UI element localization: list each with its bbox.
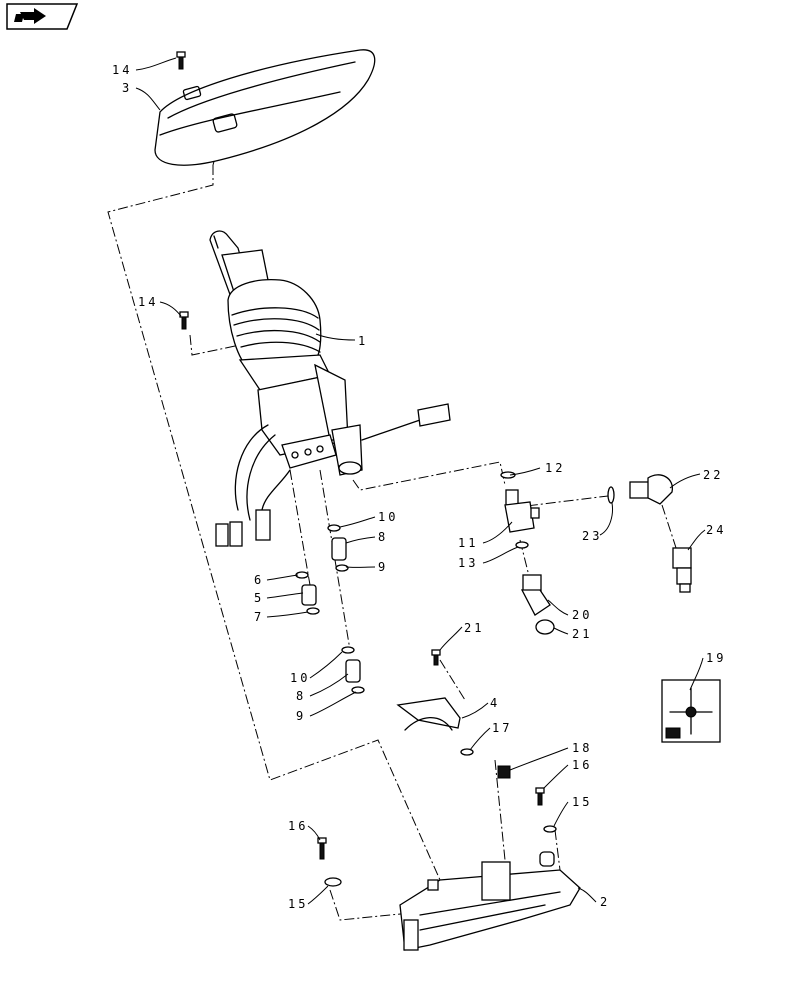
callout-18: 18 [572,741,592,755]
callout-17: 17 [492,721,512,735]
screw-16-right [535,787,545,806]
callout-22: 22 [703,468,723,482]
callout-12: 12 [545,461,565,475]
bracket-4 [396,697,461,731]
callout-15: 15 [288,897,308,911]
callout-16: 16 [288,819,308,833]
callout-7: 7 [254,610,264,624]
callout-labels: 14 3 14 1 12 22 10 8 9 11 13 23 24 6 5 7… [112,63,726,911]
screw-14-mid [179,311,189,330]
callout-24: 24 [706,523,726,537]
fitting-5 [295,571,320,615]
joystick-assembly [209,230,451,547]
nut-18 [497,765,511,779]
callout-21: 21 [464,621,484,635]
callout-14: 14 [112,63,132,77]
washer-15-right [543,825,557,833]
callout-20: 20 [572,608,592,622]
base-bracket-2 [399,851,581,951]
fitting-8b [341,646,365,694]
screw-16-left [317,837,327,860]
callout-8: 8 [296,689,306,703]
adapter-24 [672,547,692,593]
callout-4: 4 [490,696,500,710]
back-arrow-icon [14,8,46,24]
callout-2: 2 [600,895,610,909]
callout-5: 5 [254,591,264,605]
callout-1: 1 [358,334,368,348]
washer-15-left [324,877,342,887]
callout-19: 19 [706,651,726,665]
callout-21: 21 [572,627,592,641]
tee-fitting-11 [500,471,540,549]
armrest-cover [154,49,376,166]
fitting-8a [327,524,349,572]
callout-14: 14 [138,295,158,309]
elbow-fitting-20 [520,574,555,635]
elbow-fitting-22 [607,474,673,505]
callout-6: 6 [254,573,264,587]
pattern-decal [661,679,721,743]
washer-17 [460,748,474,756]
screw-21 [431,649,441,666]
screw-14-top [176,51,186,70]
callout-23: 23 [582,529,602,543]
callout-9: 9 [378,560,388,574]
callout-13: 13 [458,556,478,570]
callout-8: 8 [378,530,388,544]
leader-lines [135,57,706,905]
callout-10: 10 [378,510,398,524]
callout-10: 10 [290,671,310,685]
callout-11: 11 [458,536,478,550]
callout-9: 9 [296,709,306,723]
callout-3: 3 [122,81,132,95]
callout-15: 15 [572,795,592,809]
callout-16: 16 [572,758,592,772]
back-button[interactable] [6,3,79,30]
